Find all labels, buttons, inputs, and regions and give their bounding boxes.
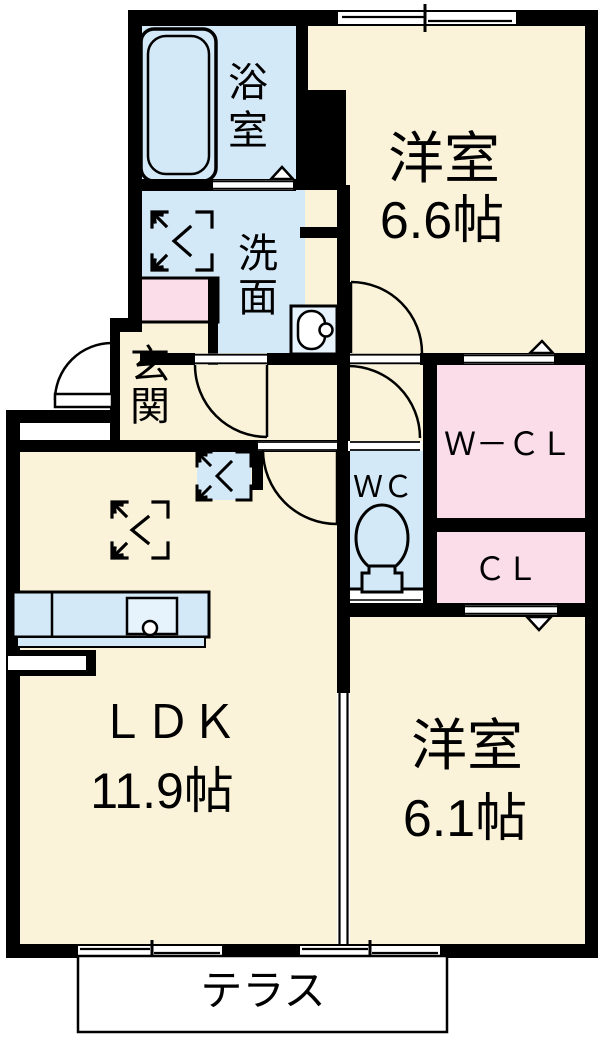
bedroom1-name-label: 洋室 [388, 127, 500, 190]
bedroom2-floor [350, 617, 585, 944]
windows [78, 4, 516, 962]
kitchen-counter-icon [8, 590, 211, 676]
genkan-label-char-1: 関 [130, 385, 170, 429]
hall-floor [208, 353, 437, 450]
washroom-label-char-0: 洗 [238, 232, 278, 276]
cl-label: ＣＬ [474, 551, 538, 587]
sink-icon [289, 304, 339, 356]
bathtub-icon [139, 27, 218, 183]
washroom-door-opening [195, 353, 267, 365]
wall-porch [6, 410, 112, 423]
ldk-door-opening [258, 441, 337, 451]
wc-label: ＷＣ [353, 471, 413, 504]
wall-center-vertical [337, 185, 350, 693]
wcl-sliding-door [464, 339, 556, 364]
washroom-label-char-1: 面 [238, 276, 278, 320]
wall-wc-right [423, 353, 437, 617]
ldk-bedroom2-partition [337, 693, 350, 944]
ldk-size-label: 11.9帖 [90, 763, 234, 819]
sliding-doors [213, 165, 557, 632]
washroom-door [193, 364, 269, 439]
bedroom1-size-label: 6.6帖 [380, 192, 504, 250]
terrace-label: テラス [200, 967, 325, 1014]
wall-left [6, 410, 20, 958]
toilet-icon [354, 503, 410, 594]
cl-sliding-door [465, 605, 557, 632]
shoe-cabinet [136, 276, 220, 324]
bedroom2-size-label: 6.1帖 [403, 790, 527, 848]
door-swing-arc-icon [350, 280, 424, 354]
door-swings [53, 280, 424, 526]
appliance-slot-icon [150, 210, 214, 272]
fixtures [8, 27, 410, 676]
terrace [76, 954, 449, 1034]
refrigerator-slot-icon [195, 450, 253, 502]
ldk-door [261, 449, 339, 526]
labels: 浴 室 洗 面 玄 関 洋室 6.6帖 Ｗ－ＣＬ ＣＬ ＷＣ ＬＤＫ 11.9帖… [90, 61, 572, 1014]
wall-washroom-stub [300, 227, 338, 238]
wall-genkan-right [208, 278, 218, 365]
wall-bath-right-upper [296, 10, 308, 90]
genkan-label-char-0: 玄 [130, 343, 170, 387]
terrace-outline [76, 954, 449, 1034]
sliding-door-marker-icon [526, 339, 556, 355]
appliance-slot-icon [110, 500, 170, 560]
entrance-door [53, 341, 114, 409]
bedroom2-name-label: 洋室 [411, 714, 523, 777]
wall-genkan-left [110, 318, 120, 450]
bath-sliding-door [213, 165, 296, 190]
wall-right [585, 10, 598, 958]
wall-fridge-stub [252, 452, 263, 490]
wcl-label: Ｗ－ＣＬ [444, 426, 572, 462]
wall-bath-right-block [296, 90, 346, 190]
genkan-floor [120, 322, 208, 442]
door-swing-arc-icon [347, 364, 422, 439]
wall-wcl-cl-divider [423, 518, 598, 532]
cl-floor [437, 532, 585, 603]
wall-washroom-bottom-right [267, 353, 350, 365]
sliding-door-marker-icon [524, 615, 554, 632]
sliding-door-marker-icon [268, 165, 296, 181]
bedroom1-door [349, 280, 424, 354]
wcl-floor [437, 363, 585, 518]
door-swing-arc-icon [261, 449, 338, 526]
window-top [338, 4, 516, 32]
bath-floor [140, 26, 296, 190]
bath-label-char-0: 浴 [228, 61, 268, 105]
door-swing-arc-icon [193, 364, 268, 439]
bath-label-char-1: 室 [228, 109, 268, 153]
wc-door-opening [348, 441, 422, 451]
wc-door [346, 364, 422, 439]
bedroom1-door-opening [350, 353, 420, 365]
wall-washroom-bottom-left [140, 353, 195, 365]
door-swing-arc-icon [53, 341, 113, 401]
wall-bathblock-left [128, 10, 142, 322]
ldk-floor [20, 448, 337, 944]
ldk-name-label: ＬＤＫ [99, 696, 237, 748]
